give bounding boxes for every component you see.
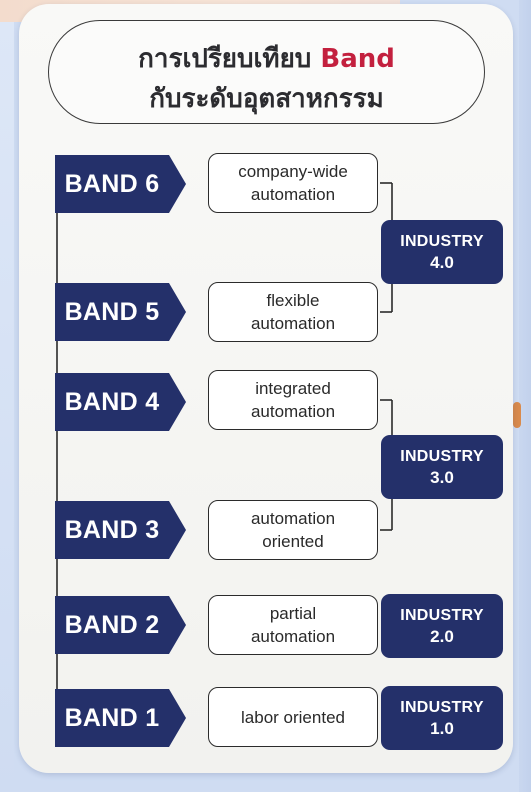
band-2-label: BAND 2 [64,610,160,639]
industry-3-0-badge: INDUSTRY 3.0 [381,435,503,499]
band-2: BAND 2 [55,596,186,654]
level-box-band-4: integrated automation [208,370,378,430]
band-4-label: BAND 4 [64,387,160,416]
band-4: BAND 4 [55,373,186,431]
level-text: labor oriented [241,707,345,727]
band-6-label: BAND 6 [64,169,160,198]
industry-label: INDUSTRY [400,447,484,465]
band-3-label: BAND 3 [64,515,160,544]
decorative-accent-mark [513,402,521,428]
level-text: automation oriented [250,509,336,551]
level-text: partial automation [250,604,336,646]
background-strip-left [0,22,14,792]
band-1: BAND 1 [55,689,186,747]
industry-version: 2.0 [430,626,454,646]
band-5: BAND 5 [55,283,186,341]
level-box-band-2: partial automation [208,595,378,655]
title-line-1: การเปรียบเทียบ Band [48,38,485,79]
band-1-label: BAND 1 [64,703,160,732]
industry-label: INDUSTRY [400,698,484,716]
title-pill [48,20,485,124]
title-accent-band: Band [320,44,395,74]
level-text: integrated automation [250,379,336,421]
level-box-band-3: automation oriented [208,500,378,560]
level-box-band-5: flexible automation [208,282,378,342]
band-6: BAND 6 [55,155,186,213]
industry-4-0-badge: INDUSTRY 4.0 [381,220,503,284]
industry-version: 3.0 [430,467,454,487]
level-text: flexible automation [250,291,336,333]
industry-version: 4.0 [430,252,454,272]
level-box-band-1: labor oriented [208,687,378,747]
industry-2-0-badge: INDUSTRY 2.0 [381,594,503,658]
industry-version: 1.0 [430,718,454,738]
industry-label: INDUSTRY [400,606,484,624]
band-3: BAND 3 [55,501,186,559]
industry-label: INDUSTRY [400,232,484,250]
title-prefix: การเปรียบเทียบ [138,44,312,74]
level-text: company-wide automation [238,162,348,204]
background-edge-right [519,0,531,792]
band-5-label: BAND 5 [64,297,160,326]
level-box-band-6: company-wide automation [208,153,378,213]
title-line-2: กับระดับอุตสาหกรรม [149,84,384,114]
industry-1-0-badge: INDUSTRY 1.0 [381,686,503,750]
